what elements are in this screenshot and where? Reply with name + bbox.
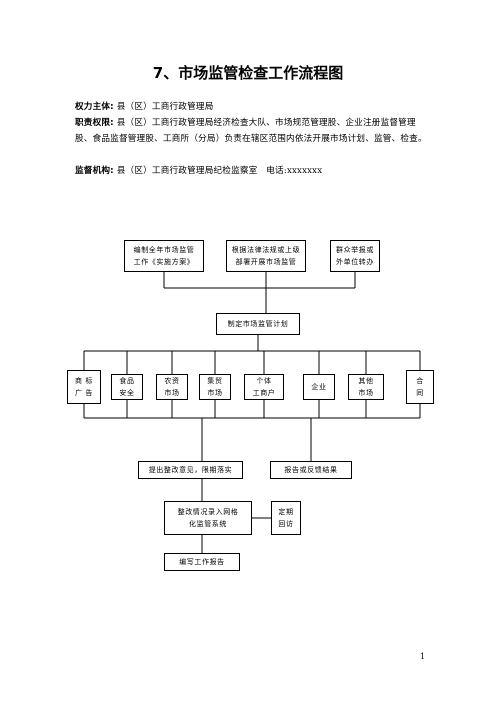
record-grid-system-box: 整改情况录入网格 化监管系统: [164, 501, 252, 535]
source-annual-plan-box: 编制全年市场监管 工作《实施方案》: [124, 240, 204, 272]
duty-label: 职责权限:: [75, 118, 114, 128]
phone-label: 电话:: [266, 166, 287, 176]
supervisor-label: 监督机构:: [75, 166, 114, 176]
supervisor-value: 县（区）工商行政管理局纪检监察室: [116, 166, 258, 176]
page-title: 7、市场监管检查工作流程图: [152, 64, 344, 82]
source-law-deployment-box: 根据法律法规或上级 部署开展市场监管: [226, 240, 306, 272]
duty-line: 职责权限: 县（区）工商行政管理局经济检查大队、市场规范管理股、企业注册监督管理…: [75, 115, 427, 147]
rectify-box: 提出整改意见，限期落实: [138, 461, 243, 479]
authority-value: 县（区）工商行政管理局: [116, 102, 214, 112]
revisit-box: 定期 回访: [271, 501, 301, 535]
category-food-safety-box: 食品 安全: [111, 374, 143, 400]
phone-value: xxxxxxx: [286, 166, 323, 176]
category-agri-market-box: 农资 市场: [156, 374, 188, 400]
category-other-market-box: 其他 市场: [348, 374, 384, 400]
category-bazaar-market-box: 集贸 市场: [199, 374, 231, 400]
authority-line: 权力主体: 县（区）工商行政管理局: [75, 99, 427, 115]
duty-value: 县（区）工商行政管理局经济检查大队、市场规范管理股、企业注册监督管理股、食品监督…: [75, 118, 427, 144]
source-public-report-box: 群众举报或 外单位转办: [330, 240, 380, 272]
work-report-box: 编写工作报告: [164, 553, 240, 571]
report-feedback-box: 报告或反馈结果: [270, 461, 352, 479]
category-enterprise-box: 企业: [303, 374, 335, 400]
page-number: 1: [420, 652, 426, 661]
authority-label: 权力主体:: [75, 102, 114, 112]
category-contract-box: 合 同: [406, 370, 434, 404]
plan-box: 制定市场监管计划: [216, 313, 300, 335]
category-trademark-ad-box: 商 标 广 告: [67, 370, 101, 404]
supervisor-line: 监督机构: 县（区）工商行政管理局纪检监察室 电话:xxxxxxx: [75, 163, 427, 179]
category-individual-business-box: 个体 工商户: [244, 374, 284, 400]
